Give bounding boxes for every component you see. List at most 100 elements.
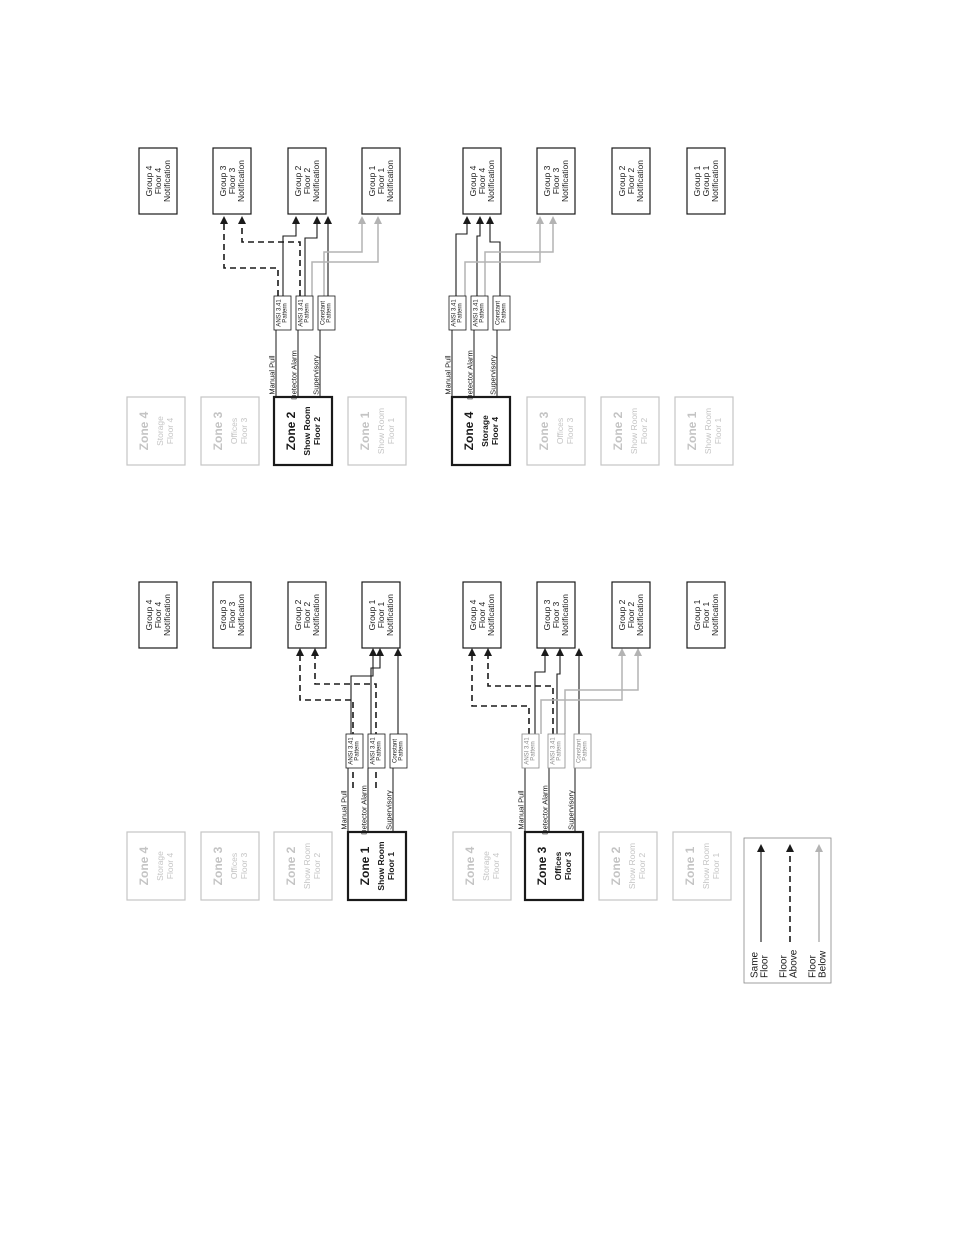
zone-label: Floor 3 <box>565 418 575 445</box>
wire-zone3-3 <box>556 648 564 734</box>
group-label: Floor 2 <box>626 168 636 195</box>
pattern-label: ANSI 3.41 <box>277 299 283 327</box>
wire-zone3-5 <box>540 648 626 734</box>
pattern-label: Pattern <box>502 303 508 322</box>
zone-name: Zone 1 <box>358 411 372 450</box>
zone-name: Zone 3 <box>211 411 225 450</box>
pattern-label: ANSI 3.41 <box>551 737 557 765</box>
zone-label: Show Room <box>302 843 312 889</box>
group-label: Group 4 <box>468 165 478 196</box>
legend-label: Below <box>818 950 829 978</box>
legend-label: Above <box>789 949 800 978</box>
group-label: Group 3 <box>542 599 552 630</box>
pattern-label: ANSI 3.41 <box>525 737 531 765</box>
pattern-label: Pattern <box>583 741 589 760</box>
zone-name: Zone 4 <box>137 411 151 450</box>
wire-zone2-3 <box>304 216 321 296</box>
pattern-label: Pattern <box>355 741 361 760</box>
zone-name: Zone 3 <box>535 846 549 885</box>
group-label: Notification <box>385 160 395 202</box>
group-label: Notification <box>635 594 645 636</box>
wire-zone2-2 <box>282 216 300 296</box>
zone-label: Offices <box>229 853 239 879</box>
wire-zone1-3 <box>370 648 384 734</box>
zone-label: Offices <box>229 418 239 444</box>
group-label: Group 1 <box>692 165 702 196</box>
zone-label: Floor 4 <box>491 853 501 880</box>
pattern-label: ANSI 3.41 <box>299 299 305 327</box>
zone-label: Floor 1 <box>711 853 721 880</box>
signal-label: Detector Alarm <box>290 350 299 400</box>
group-label: Group 1 <box>367 599 377 630</box>
wire-zone2-5 <box>311 216 382 296</box>
group-label: Group 1 <box>367 165 377 196</box>
wire-zone3-6 <box>564 648 642 734</box>
pattern-label: Pattern <box>305 303 311 322</box>
signal-label: Supervisory <box>567 790 576 830</box>
wire-zone4-0 <box>455 216 471 296</box>
zone-label: Show Room <box>701 843 711 889</box>
signal-label: Manual Pull <box>268 355 277 395</box>
pattern-label: Constant <box>496 301 502 325</box>
group-label: Group 2 <box>293 599 303 630</box>
wire-zone2-1 <box>238 216 301 296</box>
zone-label: Floor 2 <box>312 853 322 880</box>
pattern-label: ANSI 3.41 <box>349 737 355 765</box>
zone-label: Floor 3 <box>239 418 249 445</box>
group-label: Notification <box>162 160 172 202</box>
wire-zone4-3 <box>464 216 544 296</box>
group-label: Notification <box>385 594 395 636</box>
zone-label: Show Room <box>302 406 312 456</box>
group-label: Notification <box>311 160 321 202</box>
wire-zone2-6 <box>323 216 366 296</box>
group-label: Floor 3 <box>551 602 561 629</box>
zone-label: Show Room <box>376 841 386 891</box>
group-label: Floor 2 <box>302 602 312 629</box>
zone-label: Floor 1 <box>386 418 396 445</box>
group-label: Group 1 <box>692 599 702 630</box>
signal-label: Supervisory <box>312 355 321 395</box>
wire-zone1-1 <box>311 648 377 788</box>
group-label: Notification <box>162 594 172 636</box>
pattern-label: Constant <box>577 739 583 763</box>
group-label: Notification <box>311 594 321 636</box>
signal-label: Detector Alarm <box>541 785 550 835</box>
signal-label: Manual Pull <box>444 355 453 395</box>
group-label: Notification <box>560 160 570 202</box>
group-label: Floor 1 <box>376 602 386 629</box>
wire-zone3-1 <box>484 648 554 734</box>
zone-name: Zone 2 <box>284 846 298 885</box>
pattern-label: Pattern <box>531 741 537 760</box>
zone-label: Offices <box>553 851 563 880</box>
group-label: Floor 3 <box>227 168 237 195</box>
signal-label: Detector Alarm <box>360 785 369 835</box>
zone-name: Zone 1 <box>683 846 697 885</box>
zone-name: Zone 4 <box>462 411 476 450</box>
wire-zone4-2 <box>486 216 501 296</box>
group-label: Notification <box>236 594 246 636</box>
zone-label: Storage <box>480 415 490 447</box>
group-label: Group 2 <box>293 165 303 196</box>
wire-zone4-4 <box>484 216 557 296</box>
zone-label: Floor 1 <box>386 852 396 881</box>
zone-label: Floor 1 <box>713 418 723 445</box>
pattern-label: Pattern <box>283 303 289 322</box>
